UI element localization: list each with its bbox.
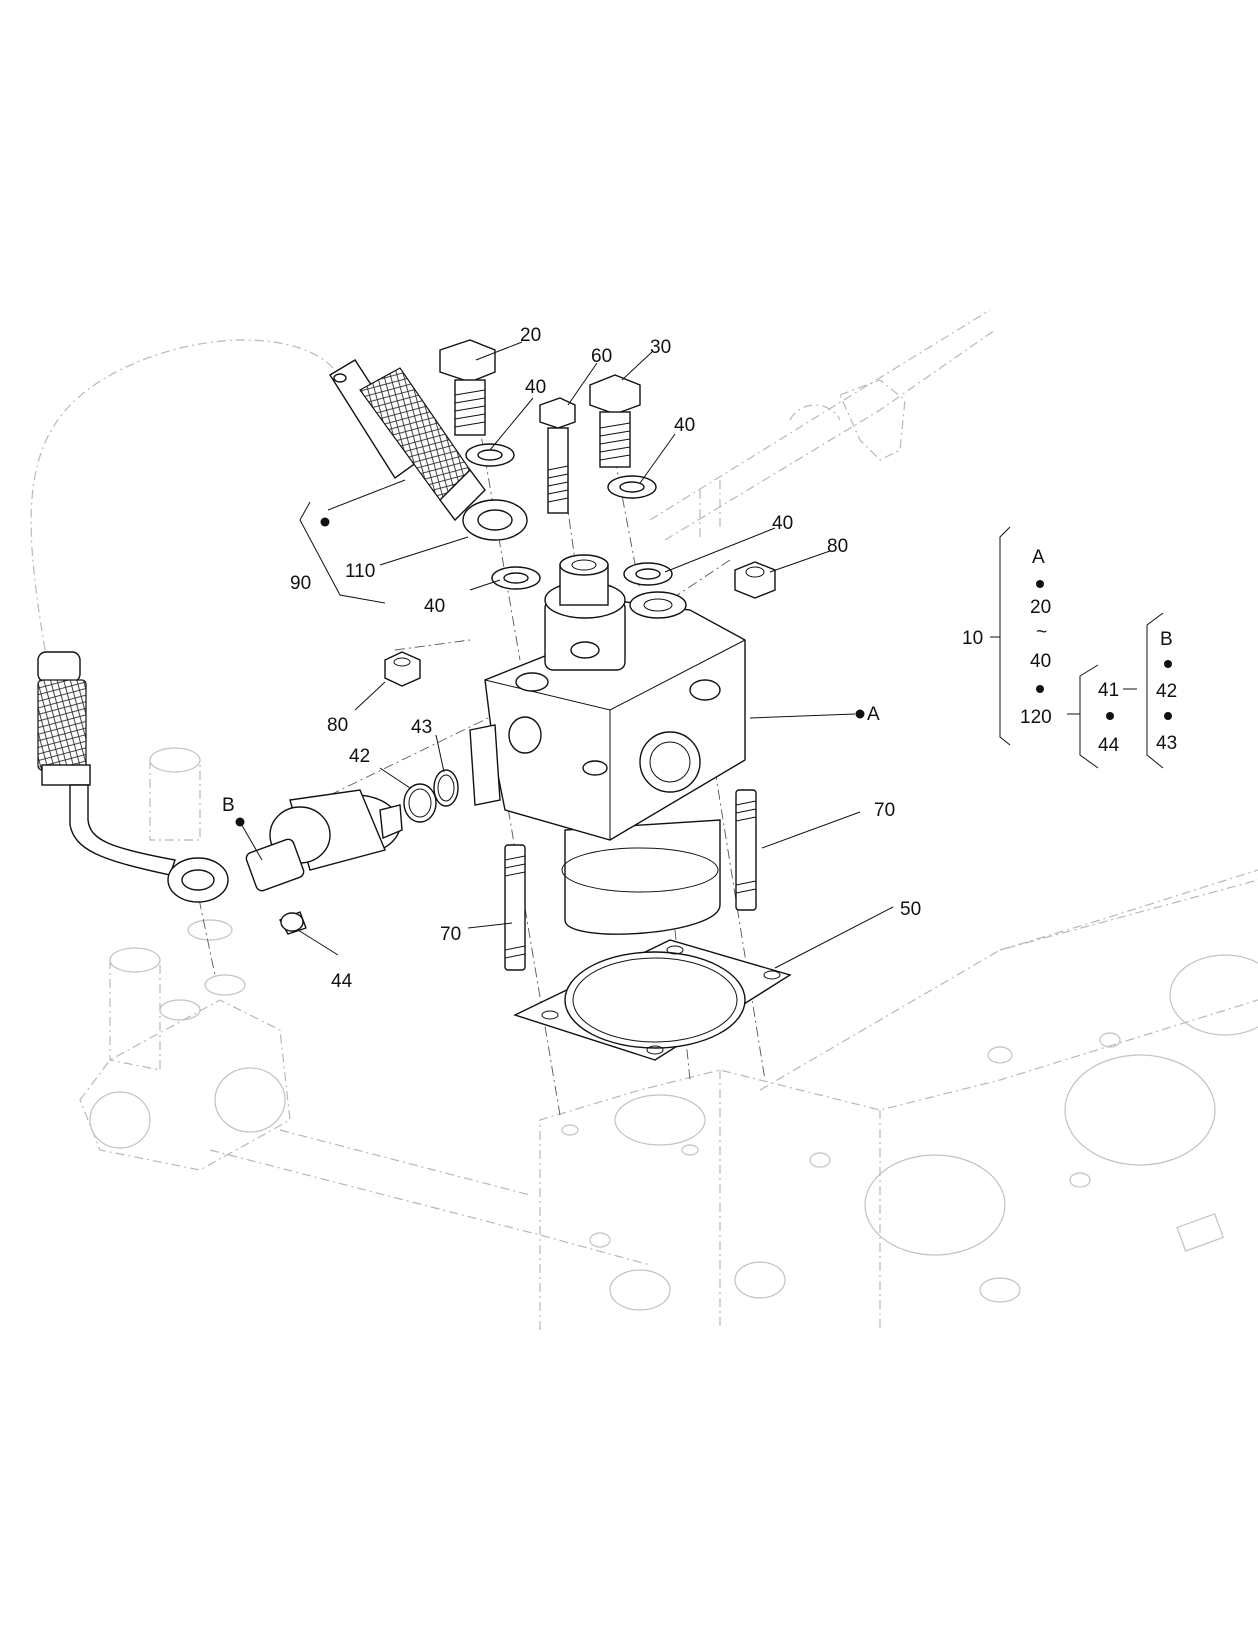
- legend-col1-40: 40: [1030, 651, 1051, 672]
- callout-42: 42: [349, 746, 370, 767]
- legend-subkit-41: 41: [1098, 680, 1119, 701]
- gasket-50: [513, 939, 792, 1061]
- callout-44: 44: [331, 971, 353, 992]
- callout-50: 50: [900, 899, 921, 920]
- metering-valve-assembly: [245, 769, 459, 935]
- fuel-line-left: [37, 651, 229, 903]
- callout-110: 110: [345, 561, 375, 582]
- kit-legend: 10 A 20 ~ 40 120 41 44 B 42 43: [962, 526, 1177, 769]
- callout-B: B: [222, 795, 235, 816]
- legend-col1-tilde: ~: [1036, 622, 1047, 643]
- legend-col1-20: 20: [1030, 597, 1051, 618]
- bullet-dot-90: [320, 517, 330, 527]
- bolt-60: [539, 397, 576, 514]
- callout-60: 60: [591, 346, 612, 367]
- bullet-dot-B: [235, 817, 245, 827]
- legend-col1-A: A: [1032, 547, 1045, 568]
- legend-dot: [1164, 712, 1172, 720]
- callout-90: 90: [290, 573, 311, 594]
- high-pressure-pump: [469, 554, 746, 935]
- washers-40: [465, 443, 673, 590]
- fuel-line-110: [329, 359, 528, 541]
- leader-lines: [239, 341, 894, 969]
- callout-A: A: [867, 704, 880, 725]
- callout-43: 43: [411, 717, 432, 738]
- callout-30: 30: [650, 337, 671, 358]
- legend-col3-43: 43: [1156, 733, 1177, 754]
- legend-dot: [1036, 685, 1044, 693]
- callout-80-right: 80: [827, 536, 848, 557]
- studs-70: [504, 789, 757, 971]
- legend-col3-B: B: [1160, 629, 1173, 650]
- legend-kit-10: 10: [962, 628, 983, 649]
- legend-dot: [1164, 660, 1172, 668]
- callout-70-left: 70: [440, 924, 461, 945]
- legend-dot: [1106, 712, 1114, 720]
- callout-80-left: 80: [327, 715, 348, 736]
- legend-sub-44: 44: [1098, 735, 1120, 756]
- callout-40-left: 40: [424, 596, 445, 617]
- legend-col3-42: 42: [1156, 681, 1177, 702]
- legend-dot: [1036, 580, 1044, 588]
- banjo-bolt-30: [589, 374, 641, 468]
- callout-40-bolt20: 40: [525, 377, 546, 398]
- banjo-bolt-20: [439, 339, 496, 436]
- bullet-dot-A: [855, 709, 865, 719]
- nuts-80: [384, 561, 776, 687]
- legend-col1-120: 120: [1020, 707, 1052, 728]
- callout-40-bolt30: 40: [674, 415, 695, 436]
- callout-40-upper-right: 40: [772, 513, 793, 534]
- callout-70-right: 70: [874, 800, 895, 821]
- callout-labels: 20 60 30 40 40 40 80 90 110 40 80 A 43 4…: [222, 325, 921, 992]
- callout-20: 20: [520, 325, 541, 346]
